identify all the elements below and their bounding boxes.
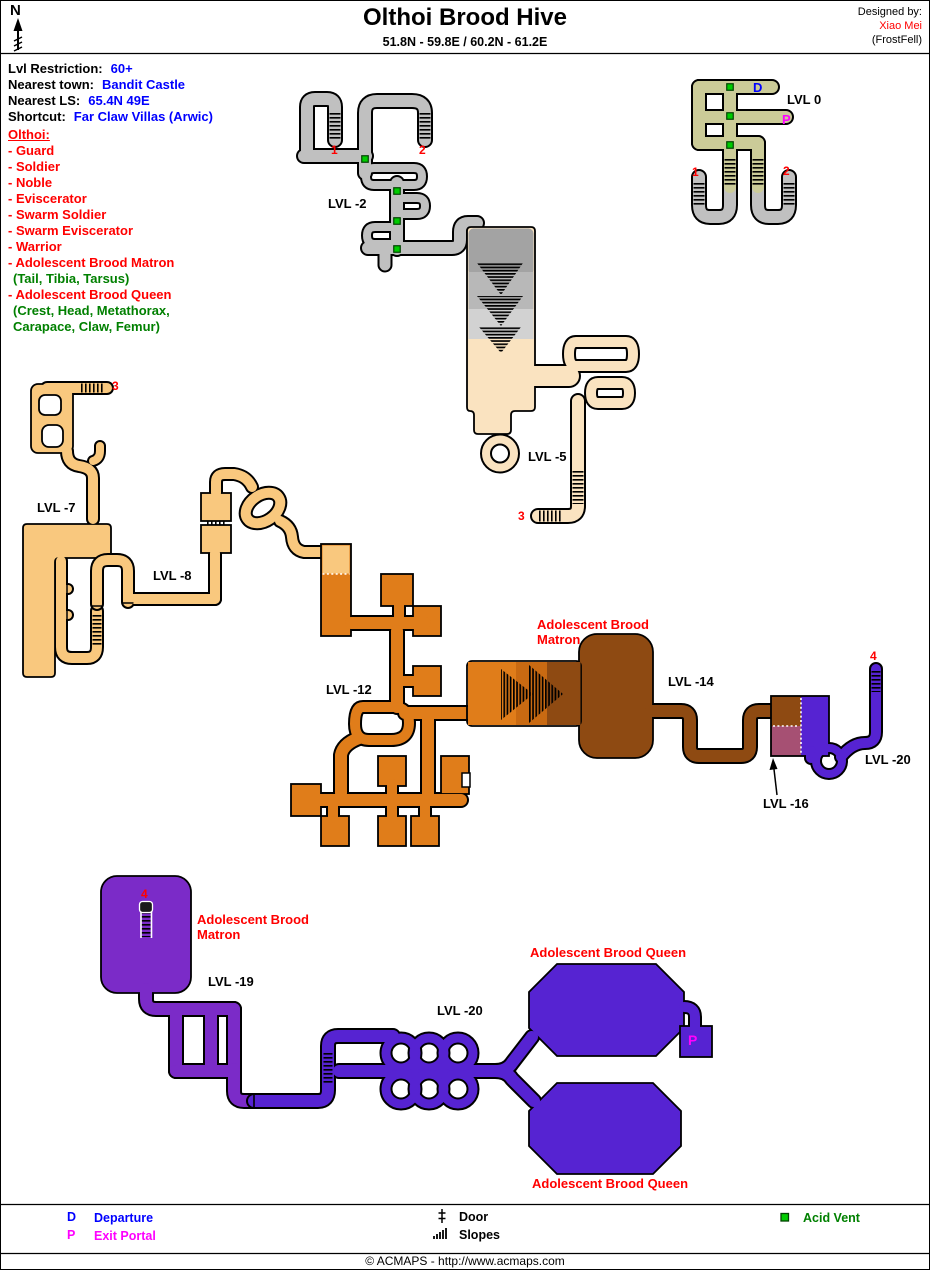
slope-triangle [477, 296, 523, 326]
slope-ticks-lvl5 [539, 471, 584, 522]
designer-name: Xiao Mei [879, 20, 922, 32]
legend-door-icon [438, 1209, 446, 1223]
monster-item: - Soldier [8, 159, 61, 174]
acid-vents-lvl2 [361, 155, 401, 253]
monster-item: - Adolescent Brood Matron [8, 255, 175, 270]
marker-2: 2 [419, 143, 426, 157]
olthoi-header: Olthoi: [8, 127, 50, 142]
legend-portal-label: Exit Portal [94, 1229, 156, 1243]
queen-room-bottom [528, 1082, 682, 1175]
exit-portal-marker-b: P [688, 1032, 698, 1048]
map-level-minus20-south [254, 963, 713, 1175]
map-level-minus19 [100, 875, 255, 1101]
monster-drops: (Tail, Tibia, Tarsus) [13, 271, 130, 286]
queen-annotation-top: Adolescent Brood Queen [530, 945, 687, 960]
marker-1b: 1 [692, 165, 699, 179]
exit-portal-room [679, 1025, 713, 1058]
map-notch [461, 772, 471, 788]
label-lvl-12: LVL -12 [326, 682, 372, 697]
label-lvl-5: LVL -5 [528, 449, 567, 464]
door-ticks-lvl8 [91, 602, 134, 607]
label-lvl-19: LVL -19 [208, 974, 254, 989]
monster-item: - Swarm Eviscerator [8, 223, 134, 238]
queen-room-top [528, 963, 685, 1057]
slope-ticks-lvl7 [81, 383, 105, 646]
info-row: Nearest town:Bandit Castle [8, 77, 186, 92]
label-lvl-7: LVL -7 [37, 500, 76, 515]
marker-2b: 2 [783, 164, 790, 178]
monster-item: - Eviscerator [8, 191, 87, 206]
slope-ticks-lvl2 [329, 113, 431, 139]
exit-portal-marker: P [782, 112, 791, 127]
legend-acid-vent-icon [780, 1212, 790, 1222]
acid-vents-lvl0 [726, 83, 734, 149]
marker-4b: 4 [141, 887, 148, 901]
separators [1, 52, 929, 1255]
lvl16-arrow [769, 758, 778, 796]
map-level-0 [699, 84, 789, 217]
lvl16-room [771, 726, 801, 756]
departure-marker: D [753, 80, 763, 95]
monster-drops: (Crest, Head, Metathorax, [13, 303, 170, 318]
label-lvl-16: LVL -16 [763, 796, 809, 811]
monster-item: - Swarm Soldier [8, 207, 107, 222]
north-label: N [10, 2, 21, 19]
monster-item: - Adolescent Brood Queen [8, 287, 172, 302]
label-lvl-20-east: LVL -20 [865, 752, 911, 767]
map-level-minus5 [466, 226, 633, 522]
info-row: Lvl Restriction:60+ [8, 61, 133, 76]
info-row: Shortcut:Far Claw Villas (Arwic) [8, 109, 213, 124]
legend-slopes-label: Slopes [459, 1228, 500, 1242]
north-arrow-icon [13, 18, 23, 52]
slope-triangle [479, 327, 521, 353]
designer-guild: (FrostFell) [871, 34, 922, 46]
monster-drops: Carapace, Claw, Femur) [13, 319, 160, 334]
map-level-minus12 [290, 543, 471, 847]
monster-item: - Warrior [8, 239, 62, 254]
slope-triangle [529, 665, 563, 723]
ladder-icon [138, 900, 154, 938]
marker-3: 3 [518, 509, 525, 523]
label-lvl-8: LVL -8 [153, 568, 192, 583]
map-level-minus14 [466, 633, 801, 758]
slope-ticks-lvl0 [693, 159, 795, 206]
legend-departure-label: Departure [94, 1211, 154, 1225]
marker-4: 4 [870, 649, 877, 663]
map-hole [41, 424, 64, 448]
map-hole [38, 394, 62, 416]
label-lvl-14: LVL -14 [668, 674, 714, 689]
designed-by-label: Designed by: [857, 6, 922, 18]
label-lvl-2: LVL -2 [328, 196, 367, 211]
map-level-minus2 [304, 99, 477, 265]
monster-item: - Guard [8, 143, 55, 158]
map-level-minus7 [22, 383, 111, 678]
monster-item: - Noble [8, 175, 53, 190]
map-level-minus8 [92, 474, 324, 606]
queen-annotation-bottom: Adolescent Brood Queen [532, 1176, 689, 1191]
page-title: Olthoi Brood Hive [363, 4, 567, 31]
map-coordinates: 51.8N - 59.8E / 60.2N - 61.2E [382, 35, 548, 49]
legend-portal-symbol: P [67, 1228, 76, 1242]
map-level-minus20-east [770, 669, 876, 774]
slope-triangle [501, 669, 533, 720]
label-lvl-20-south: LVL -20 [437, 1003, 483, 1018]
footer-copyright: © ACMAPS - http://www.acmaps.com [365, 1254, 565, 1268]
designer-credit: Designed by: Xiao Mei (FrostFell) [858, 5, 922, 47]
info-row: Nearest LS:65.4N 49E [8, 93, 150, 108]
marker-1: 1 [331, 143, 338, 157]
legend-departure-symbol: D [67, 1210, 77, 1224]
info-block: Lvl Restriction:60+ Nearest town:Bandit … [8, 61, 213, 335]
legend-vent-label: Acid Vent [803, 1211, 860, 1225]
legend-door-label: Door [459, 1210, 489, 1224]
slope-triangle [477, 263, 523, 295]
label-lvl-0: LVL 0 [787, 92, 822, 107]
legend-slopes-icon [433, 1228, 447, 1239]
marker-3b: 3 [112, 379, 119, 393]
